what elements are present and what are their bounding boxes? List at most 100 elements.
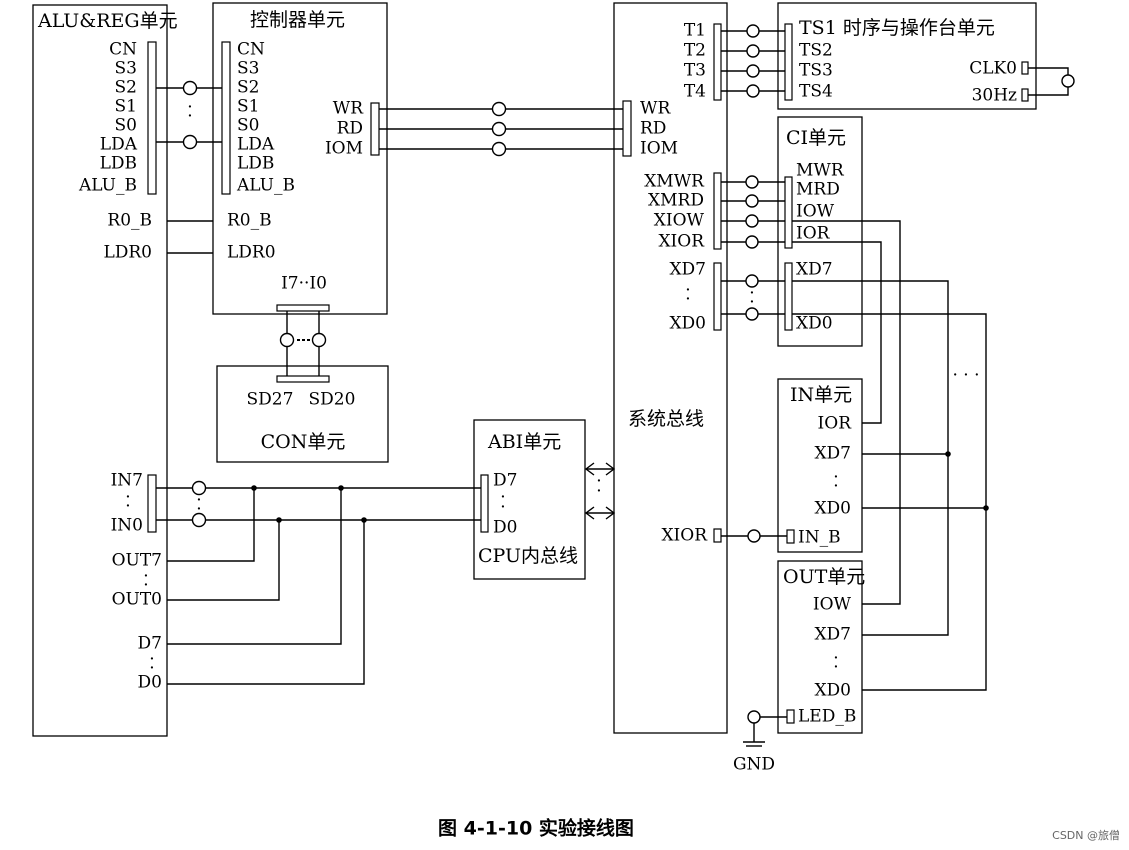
in-dots2: · bbox=[833, 477, 838, 497]
bus-xiow: XIOW bbox=[654, 211, 705, 231]
ci-mrd: MRD bbox=[796, 180, 840, 200]
ci-mwr: MWR bbox=[796, 161, 845, 181]
ctrl-ibus: I7··I0 bbox=[281, 274, 327, 294]
alu-s3: S3 bbox=[115, 59, 137, 79]
in-bus-dots: · bbox=[196, 491, 201, 511]
alu-in-dots2: · bbox=[125, 497, 130, 517]
abi-title: ABI单元 bbox=[487, 431, 561, 453]
out-dots2: · bbox=[833, 658, 838, 678]
alu-s2: S2 bbox=[115, 78, 137, 98]
bus-xd7: XD7 bbox=[669, 260, 706, 280]
alu-s0: S0 bbox=[115, 116, 137, 136]
ctrl-r0b: R0_B bbox=[227, 211, 272, 231]
alu-d7: D7 bbox=[138, 634, 162, 654]
ctrl-iom: IOM bbox=[325, 139, 363, 159]
bus-xior: XIOR bbox=[658, 232, 705, 252]
alu-reg-unit: ALU&REG单元 CN S3 S2 S1 S0 LDA LDB ALU_B R… bbox=[32, 4, 178, 737]
i-sd-connection bbox=[279, 311, 327, 376]
alu-title: ALU&REG单元 bbox=[37, 10, 178, 32]
bus-xmrd: XMRD bbox=[648, 191, 704, 211]
in-unit: IN单元 IOR XD7 · · XD0 IN_B bbox=[777, 378, 863, 553]
alu-alub: ALU_B bbox=[78, 176, 137, 196]
ctrl-wr: WR bbox=[333, 99, 364, 119]
alu-r0b: R0_B bbox=[107, 211, 152, 231]
abi-bus-arrow: · · bbox=[584, 462, 616, 520]
in-ior: IOR bbox=[818, 414, 853, 434]
alu-s1: S1 bbox=[115, 97, 137, 117]
gnd-symbol: GND bbox=[733, 710, 787, 775]
bus-t1: T1 bbox=[684, 21, 706, 41]
out-ledb: LED_B bbox=[798, 707, 856, 727]
alu-ldr0: LDR0 bbox=[103, 243, 152, 263]
out-xd0: XD0 bbox=[814, 681, 851, 701]
xd-dots: · bbox=[749, 284, 754, 304]
alu-in-dots: · bbox=[125, 488, 130, 508]
ctl-dots: · bbox=[187, 98, 192, 118]
xd-right-dots: · · · bbox=[952, 366, 979, 386]
watermark: CSDN @旅僧 bbox=[1052, 828, 1120, 842]
out-title: OUT单元 bbox=[783, 566, 865, 588]
alu-lda: LDA bbox=[100, 135, 138, 155]
alu-cn: CN bbox=[109, 40, 137, 60]
in-title: IN单元 bbox=[790, 384, 852, 406]
ts-ts2: TS2 bbox=[799, 41, 833, 61]
arrow-dots2: · bbox=[596, 482, 601, 502]
ctrl-ldb: LDB bbox=[237, 154, 274, 174]
ci-ior: IOR bbox=[796, 224, 831, 244]
ctrl-s1: S1 bbox=[237, 97, 259, 117]
out-unit: OUT单元 IOW XD7 · · XD0 LED_B bbox=[777, 560, 865, 734]
abi-unit: ABI单元 D7 · · D0 CPU内总线 bbox=[473, 419, 586, 580]
xd-dots2: · bbox=[749, 293, 754, 313]
con-unit: SD27 SD20 CON单元 bbox=[216, 365, 389, 463]
alu-d-dots: · bbox=[149, 650, 154, 670]
ts-clk: CLK0 bbox=[969, 59, 1017, 79]
ctrl-lda: LDA bbox=[237, 135, 275, 155]
controller-unit: 控制器单元 CN S3 S2 S1 S0 LDA LDB ALU_B R0_B … bbox=[212, 2, 388, 315]
ctrl-rd: RD bbox=[337, 119, 363, 139]
ts-ts4: TS4 bbox=[799, 82, 833, 102]
ci-iow: IOW bbox=[796, 202, 835, 222]
arrow-dots: · bbox=[596, 472, 601, 492]
con-sd27: SD27 bbox=[247, 390, 294, 410]
alu-out0: OUT0 bbox=[112, 590, 162, 610]
bus-wr: WR bbox=[640, 99, 671, 119]
con-title: CON单元 bbox=[261, 431, 346, 453]
in-dots: · bbox=[833, 468, 838, 488]
out-iow: IOW bbox=[813, 595, 852, 615]
gnd-label: GND bbox=[733, 755, 775, 775]
figure-caption: 图 4-1-10 实验接线图 bbox=[438, 817, 634, 840]
ci-xd0: XD0 bbox=[796, 314, 833, 334]
abi-d7: D7 bbox=[493, 471, 517, 491]
alu-out7: OUT7 bbox=[112, 551, 162, 571]
in-xd7: XD7 bbox=[814, 444, 851, 464]
alu-out-dots: · bbox=[143, 567, 148, 587]
alu-in0: IN0 bbox=[111, 516, 143, 536]
ctrl-title: 控制器单元 bbox=[250, 9, 345, 31]
ci-unit: CI单元 MWR MRD IOW IOR XD7 XD0 bbox=[777, 116, 863, 347]
alu-ldb: LDB bbox=[100, 154, 137, 174]
timing-console-unit: TS1 时序与操作台单元 TS2 TS3 TS4 CLK0 30Hz bbox=[777, 2, 1075, 110]
ctrl-alub: ALU_B bbox=[236, 176, 295, 196]
alu-d-dots2: · bbox=[149, 659, 154, 679]
alu-d0: D0 bbox=[138, 673, 162, 693]
ctrl-s3: S3 bbox=[237, 59, 259, 79]
in-xd0: XD0 bbox=[814, 499, 851, 519]
bus-t4: T4 bbox=[684, 82, 706, 102]
alu-out-dots2: · bbox=[143, 576, 148, 596]
bus-xd0: XD0 bbox=[669, 314, 706, 334]
ci-xd7: XD7 bbox=[796, 260, 833, 280]
ctrl-s2: S2 bbox=[237, 78, 259, 98]
wires: · · · · bbox=[156, 24, 989, 691]
alu-in7: IN7 bbox=[111, 471, 143, 491]
bus-t2: T2 bbox=[684, 41, 706, 61]
ts-hz: 30Hz bbox=[972, 86, 1017, 106]
bus-rd: RD bbox=[640, 119, 666, 139]
ctrl-s0: S0 bbox=[237, 116, 259, 136]
bus-iom: IOM bbox=[640, 139, 678, 159]
bus-xd-dots2: · bbox=[685, 290, 690, 310]
con-sd20: SD20 bbox=[309, 390, 356, 410]
in-inb: IN_B bbox=[798, 528, 841, 548]
in-bus-dots2: · bbox=[196, 500, 201, 520]
ci-title: CI单元 bbox=[786, 127, 846, 149]
